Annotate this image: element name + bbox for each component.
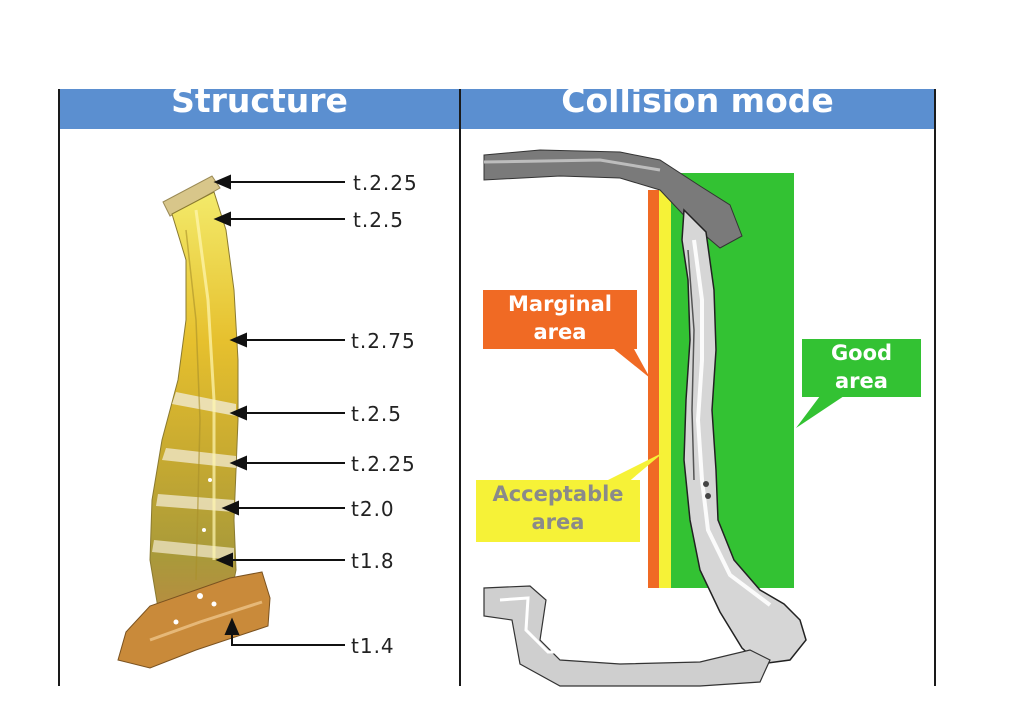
pillar-band (172, 392, 236, 416)
thickness-label: t2.0 (351, 497, 395, 521)
acceptable-area-line2: area (531, 510, 585, 534)
right-border (934, 89, 936, 686)
acceptable-area-line1: Acceptable (492, 482, 624, 506)
good-area-line1: Good (830, 341, 893, 365)
marginal-area-line1: Marginal (508, 292, 612, 316)
thickness-label: t.2.25 (351, 452, 416, 476)
structure-header: Structure (60, 89, 459, 129)
thickness-label: t.2.75 (351, 329, 416, 353)
marginal-area-callout: Marginal area (483, 290, 637, 349)
good-area-callout: Good area (802, 339, 921, 397)
collision-mode-header-text: Collision mode (561, 89, 834, 120)
collision-mode-header: Collision mode (461, 89, 934, 129)
marginal-area-line2: area (533, 320, 587, 344)
good-area-line2: area (835, 369, 888, 393)
acceptable-area-callout: Acceptable area (476, 480, 640, 542)
floor-sill (483, 585, 771, 687)
roof-rail (483, 149, 743, 249)
thickness-label: t.2.5 (351, 402, 403, 426)
structure-header-text: Structure (171, 89, 348, 120)
thickness-arrows (213, 174, 345, 646)
thickness-label: t1.8 (351, 549, 395, 573)
marginal-callout-pointer (614, 349, 650, 378)
pillar-top-bracket (162, 175, 221, 217)
thickness-label: t1.4 (351, 634, 395, 658)
left-border (58, 89, 60, 686)
thickness-label: t.2.5 (353, 208, 405, 232)
good-callout-pointer (796, 396, 844, 428)
thickness-label: t.2.25 (353, 171, 418, 195)
pillar-base (117, 571, 271, 669)
marginal-area-zone (648, 190, 659, 588)
acceptable-callout-pointer (600, 452, 664, 484)
acceptable-area-zone (659, 190, 671, 588)
center-divider (459, 89, 461, 686)
deformed-pillar (681, 208, 807, 665)
